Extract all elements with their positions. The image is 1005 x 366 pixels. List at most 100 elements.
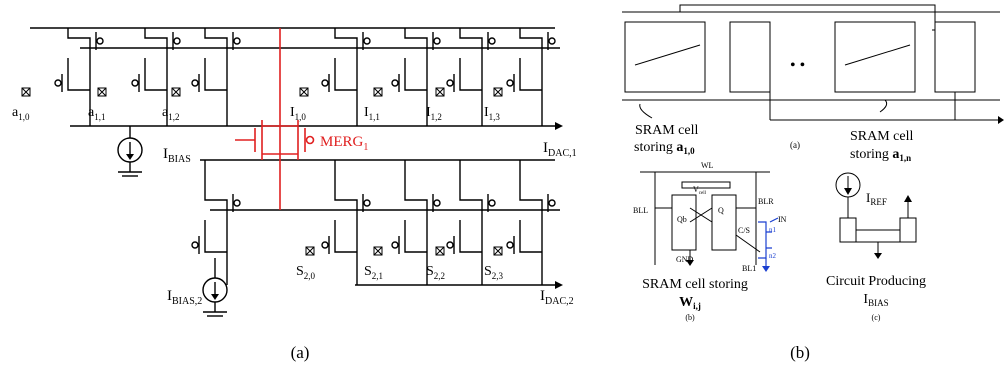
cross-couple-b [689, 207, 713, 223]
input-label: S2,2 [426, 264, 445, 281]
sram-cell-schematic [640, 171, 779, 272]
input-marker-cross [493, 87, 503, 97]
right-panel [622, 4, 1004, 124]
dac2-label: IDAC,2 [540, 288, 574, 307]
cell-var: Wi,j [679, 295, 701, 311]
inverter-left [671, 194, 697, 251]
dac1-arrow [555, 122, 563, 130]
sram-left-line2: storing a1,0 [634, 140, 695, 156]
top-branch-5-switch-bubble [446, 79, 454, 87]
input-label: a1,1 [88, 105, 105, 122]
bias-out-label: IBIAS [863, 292, 888, 308]
cell-caption: (b) [685, 313, 695, 322]
top-branch-6-drain [519, 28, 543, 126]
input-marker-box [373, 87, 383, 97]
top-branch-3-switch-bubble [321, 79, 329, 87]
bottom-branch-3-switch [459, 220, 482, 253]
input-marker-box [171, 87, 181, 97]
input-marker-box [493, 246, 503, 256]
vcell-rail [681, 181, 731, 189]
bottom-branch-1-drain [334, 160, 358, 285]
input-marker-cross [97, 87, 107, 97]
top-branch-0-switch-bubble [54, 79, 62, 87]
input-marker-box [493, 87, 503, 97]
input-marker [21, 87, 31, 97]
cell-right-cross [844, 44, 911, 66]
top-branch-3 [321, 28, 371, 126]
bottom-branch-2-drain [404, 160, 428, 285]
input-marker-box [435, 246, 445, 256]
input-marker-box [435, 87, 445, 97]
bottom-branch-0 [191, 160, 241, 285]
dac2-arrow [555, 281, 563, 289]
input-marker [171, 87, 181, 97]
input-label: S2,3 [484, 264, 504, 281]
top-branch-6-bubble [548, 37, 556, 45]
n2-label: n2 [769, 252, 777, 260]
bottom-branch-2 [391, 160, 441, 285]
top-branch-5-switch [459, 58, 482, 91]
input-marker-cross [493, 246, 503, 256]
compute-switch [758, 221, 772, 259]
input-label: I1,2 [426, 105, 442, 122]
input-marker-cross [435, 87, 445, 97]
input-label: I1,0 [290, 105, 306, 122]
input-marker-cross [373, 246, 383, 256]
bottom-branch-0-switch [204, 220, 227, 253]
input-marker [493, 87, 503, 97]
sram-right-line1: SRAM cell [850, 129, 914, 144]
input-marker-box [97, 87, 107, 97]
input-marker-cross [373, 87, 383, 97]
bias-caption: (c) [872, 313, 881, 322]
mirror-left [729, 21, 771, 93]
input-marker-box [373, 246, 383, 256]
n1-label: n1 [769, 226, 777, 234]
input-marker [493, 246, 503, 256]
pointer-right [879, 99, 888, 113]
bottom-branch-4-switch-bubble [506, 241, 514, 249]
right-caption: (b) [790, 343, 810, 362]
bottom-branch-4 [506, 160, 556, 285]
mirror-right [934, 21, 976, 93]
top-branch-3-drain [334, 28, 358, 126]
input-label: S2,0 [296, 264, 316, 281]
iref-label: IREF [866, 190, 887, 207]
top-branch-0 [54, 28, 104, 126]
input-marker [373, 246, 383, 256]
bottom-branch-1-switch-bubble [321, 241, 329, 249]
sram-array-cell-left [624, 21, 706, 93]
cs-wire [735, 234, 761, 253]
left-caption: (a) [291, 343, 310, 362]
bias2-arrow-head [211, 294, 219, 300]
array-output-arrow [998, 116, 1004, 124]
sram-right-line2: storing a1,n [850, 147, 911, 163]
ellipsis: • • [790, 57, 805, 74]
bottom-branch-4-switch [519, 220, 542, 253]
input-marker [435, 87, 445, 97]
blr-label: BLR [758, 197, 774, 206]
input-marker-cross [21, 87, 31, 97]
top-branch-2-drain [204, 28, 228, 126]
bias-title: Circuit Producing [826, 274, 926, 289]
top-branch-0-drain [67, 28, 91, 126]
top-branch-0-bubble [96, 37, 104, 45]
bl1-arrow [762, 266, 770, 272]
q-label: Q [718, 206, 724, 215]
top-branch-3-bubble [363, 37, 371, 45]
input-marker-box [299, 87, 309, 97]
vcell-label: Vcell [693, 185, 707, 196]
input-marker [305, 246, 315, 256]
bottom-branch-1-bubble [363, 199, 371, 207]
bottom-branch-2-bubble [433, 199, 441, 207]
top-branch-1 [131, 28, 181, 126]
top-branch-1-drain [144, 28, 168, 126]
bottom-branch-0-drain [204, 160, 228, 285]
bottom-branch-3 [446, 160, 496, 285]
input-marker-cross [435, 246, 445, 256]
merge-label: MERG1 [320, 134, 368, 153]
top-branch-2-switch [204, 58, 227, 91]
top-branch-4-bubble [433, 37, 441, 45]
inverter-right [711, 194, 737, 251]
bottom-branch-0-switch-bubble [191, 241, 199, 249]
